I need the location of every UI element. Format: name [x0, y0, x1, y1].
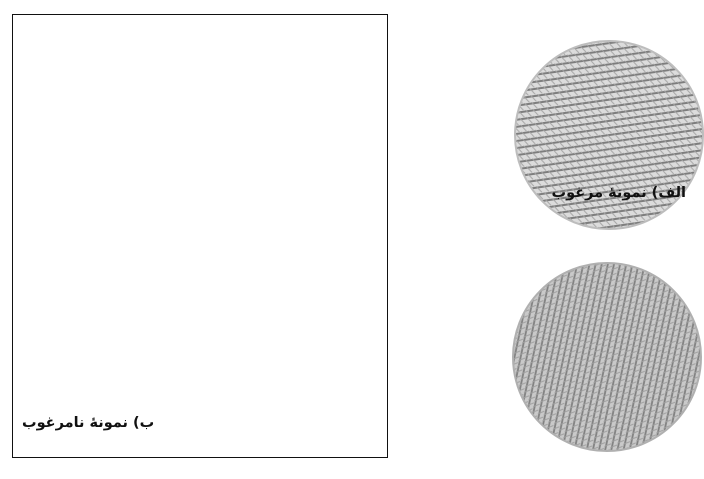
sample-a-label: الف) نمونهٔ مرغوب — [552, 185, 686, 201]
sample-b-label: ب) نمونهٔ نامرغوب — [22, 415, 154, 431]
sample-panel — [12, 14, 388, 458]
swatch-vertical-hatch — [513, 263, 701, 451]
